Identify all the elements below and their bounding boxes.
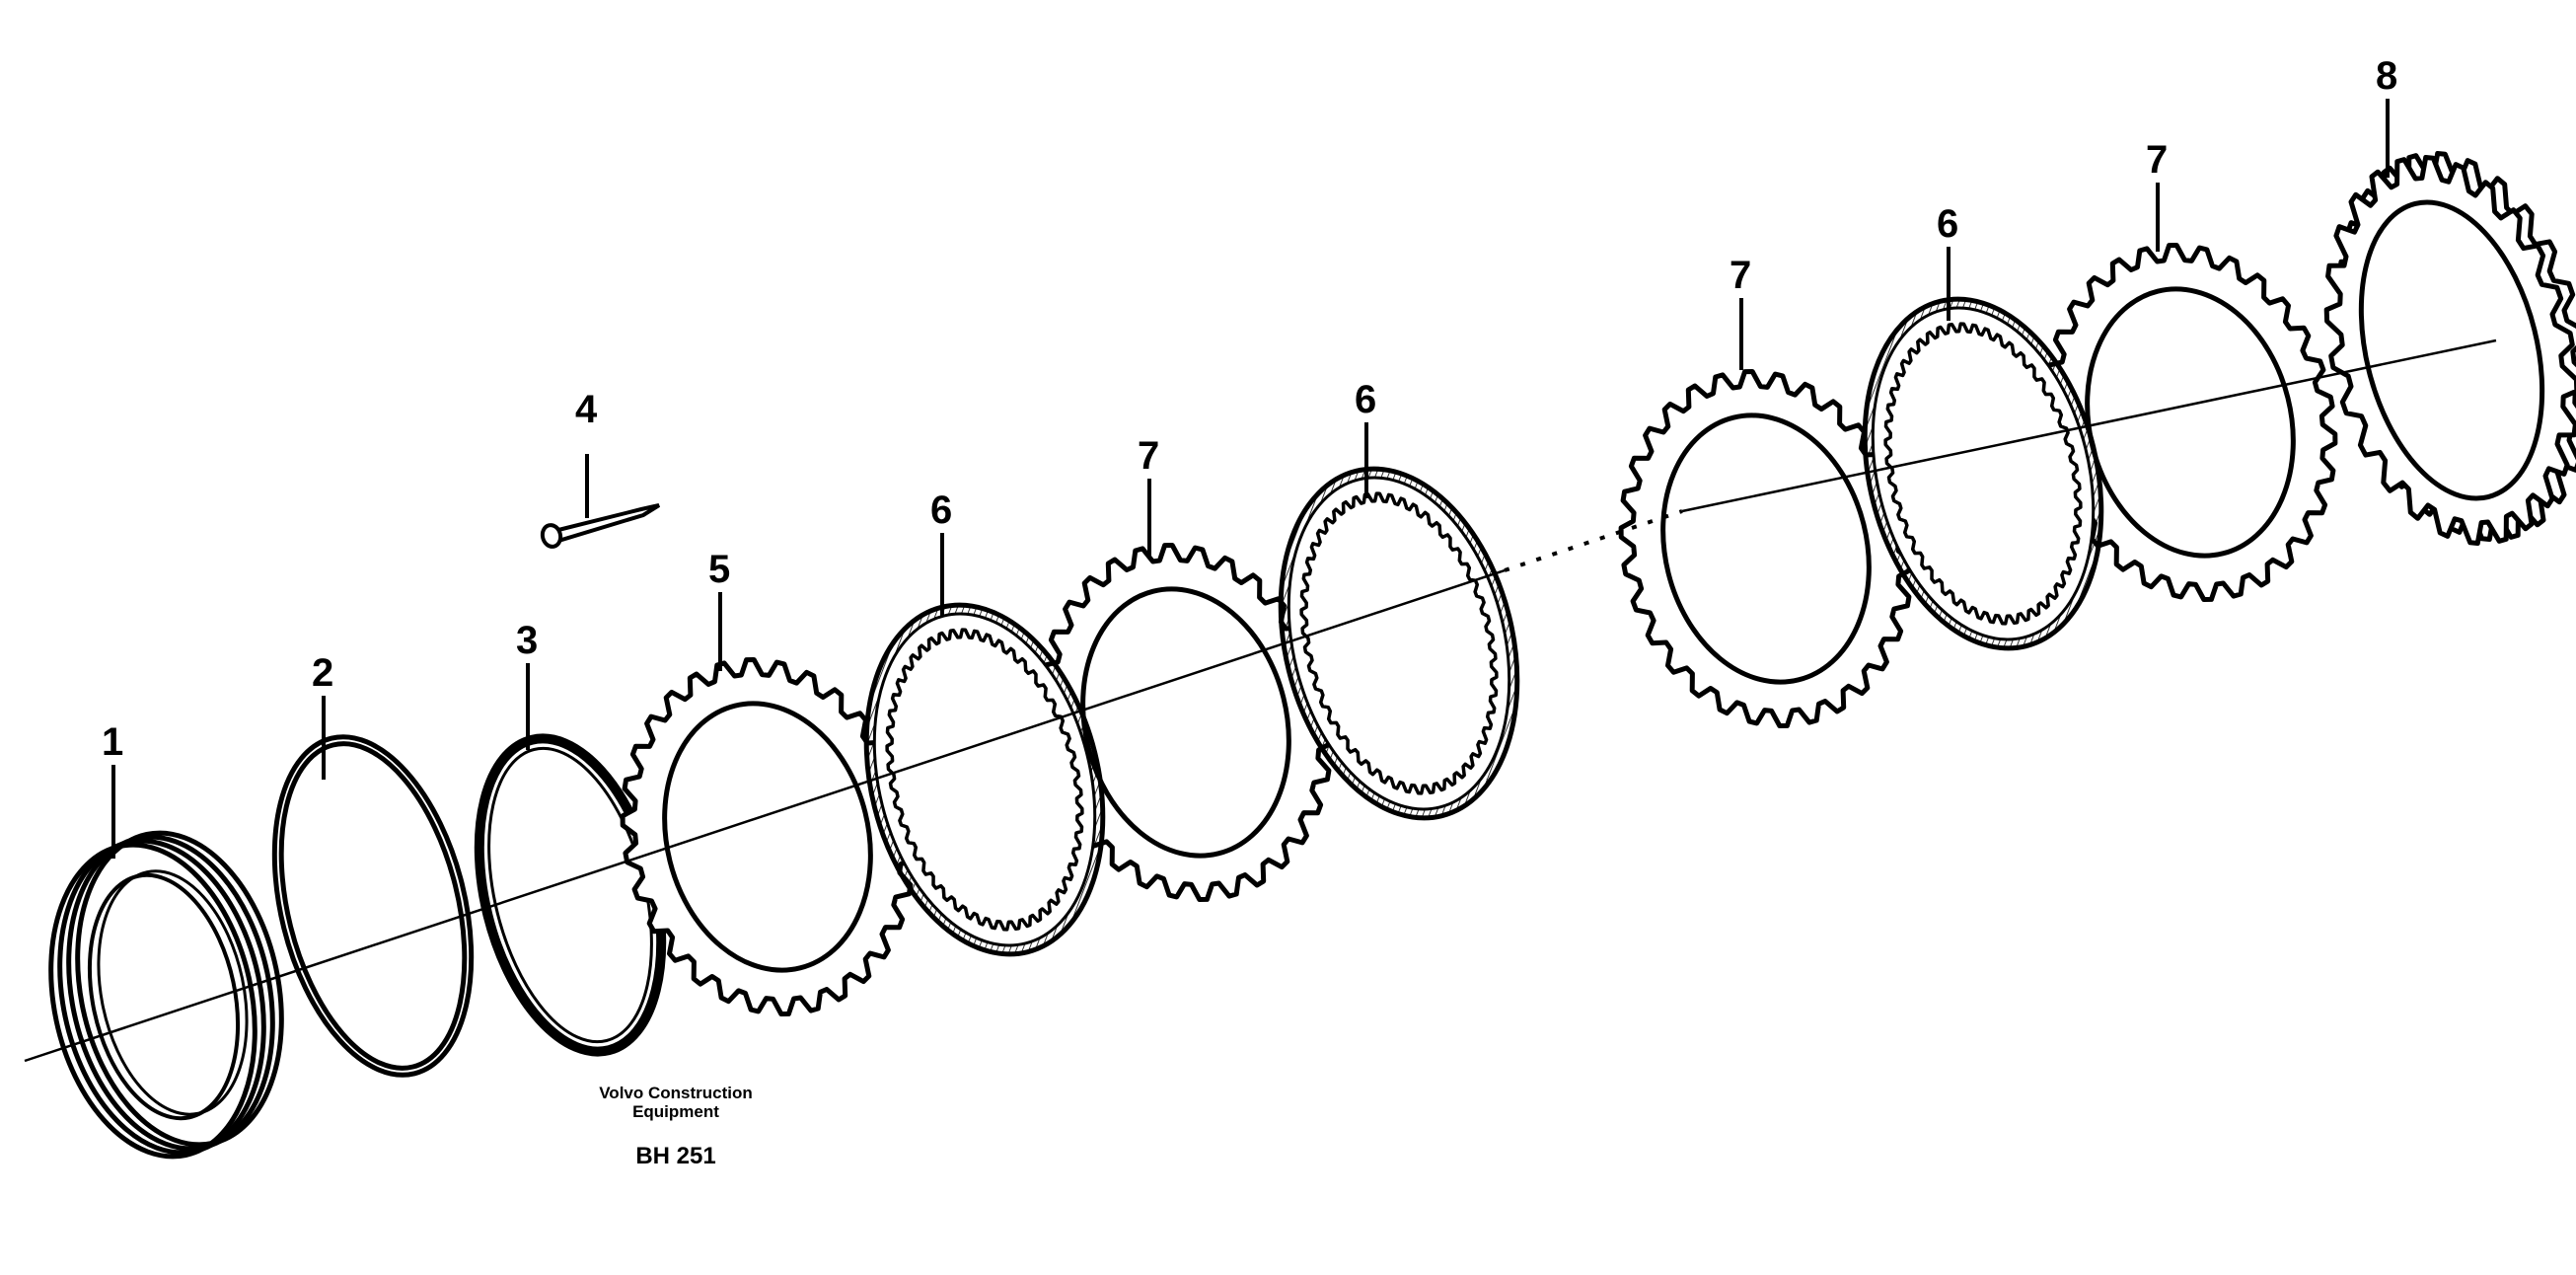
callout-2: 2	[312, 651, 333, 695]
assembly-axis-line	[24, 338, 2497, 1063]
callout-1: 1	[102, 720, 123, 764]
company-caption: Volvo Construction Equipment	[552, 1084, 799, 1121]
friction-disc-6a	[863, 602, 1106, 957]
callout-6b: 6	[1355, 378, 1376, 421]
callout-8: 8	[2376, 54, 2397, 98]
seal-ring-1	[48, 830, 284, 1160]
callout-7c: 7	[2146, 138, 2168, 182]
pin-4	[540, 503, 661, 549]
o-ring-2	[271, 734, 475, 1078]
callout-7a: 7	[1138, 434, 1159, 478]
outer-toothed-disc-5	[620, 657, 916, 1016]
company-line-2: Equipment	[632, 1102, 719, 1121]
callout-7b: 7	[1730, 254, 1751, 297]
callout-labels: 1 2 3 4 5 6 7 6 7 6 7 8	[102, 54, 2397, 764]
friction-disc-6b	[1278, 466, 1520, 821]
callout-5: 5	[708, 548, 730, 591]
drawing-id: BH 251	[635, 1143, 716, 1169]
outer-toothed-disc-7b	[1618, 369, 1914, 728]
callout-leaders	[111, 99, 2390, 859]
end-plate-8	[2323, 151, 2576, 546]
company-line-1: Volvo Construction	[599, 1084, 753, 1102]
callout-3: 3	[516, 619, 538, 662]
callout-4: 4	[575, 388, 598, 431]
callout-6c: 6	[1937, 202, 1958, 246]
friction-disc-6c	[1862, 296, 2104, 651]
callout-6a: 6	[930, 488, 952, 532]
